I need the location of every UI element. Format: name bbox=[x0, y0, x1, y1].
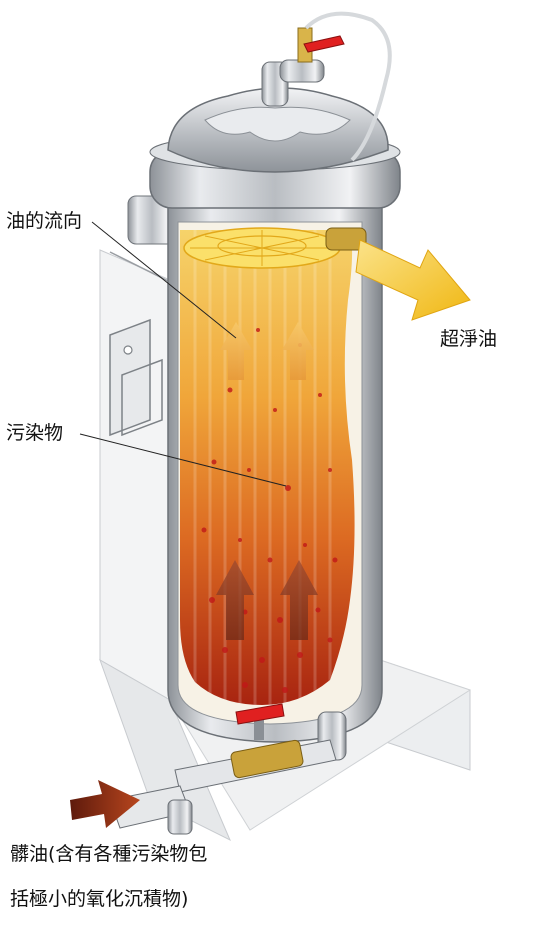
top-vent-fitting bbox=[261, 11, 392, 162]
flow-arrow-up-right bbox=[282, 322, 314, 380]
lid bbox=[167, 87, 389, 173]
outlet-fitting bbox=[325, 227, 367, 251]
flow-arrow-up-left bbox=[220, 322, 252, 380]
clean-oil-arrow bbox=[355, 239, 471, 321]
vent-hose bbox=[304, 11, 392, 162]
flow-arrow-up-lower-right bbox=[280, 560, 318, 640]
drain-valve-red-handle bbox=[235, 703, 285, 725]
label-oil-flow: 油的流向 bbox=[6, 210, 83, 232]
label-contaminant: 污染物 bbox=[6, 422, 64, 444]
leader-line-oil-flow bbox=[91, 221, 237, 339]
filter-disk bbox=[183, 227, 341, 269]
oil-column bbox=[180, 230, 355, 705]
leader-line-contaminant bbox=[79, 433, 287, 487]
vent-valve-red-handle bbox=[303, 35, 345, 53]
label-dirty-oil-line1: 髒油(含有各種污染物包 bbox=[10, 843, 208, 865]
dirty-oil-arrow bbox=[70, 780, 140, 828]
label-clean-oil: 超淨油 bbox=[440, 328, 498, 350]
mounting-bracket bbox=[109, 318, 163, 437]
flow-arrow-up-lower-left bbox=[216, 560, 254, 640]
label-dirty-oil-line2: 括極小的氧化沉積物) bbox=[10, 888, 189, 910]
